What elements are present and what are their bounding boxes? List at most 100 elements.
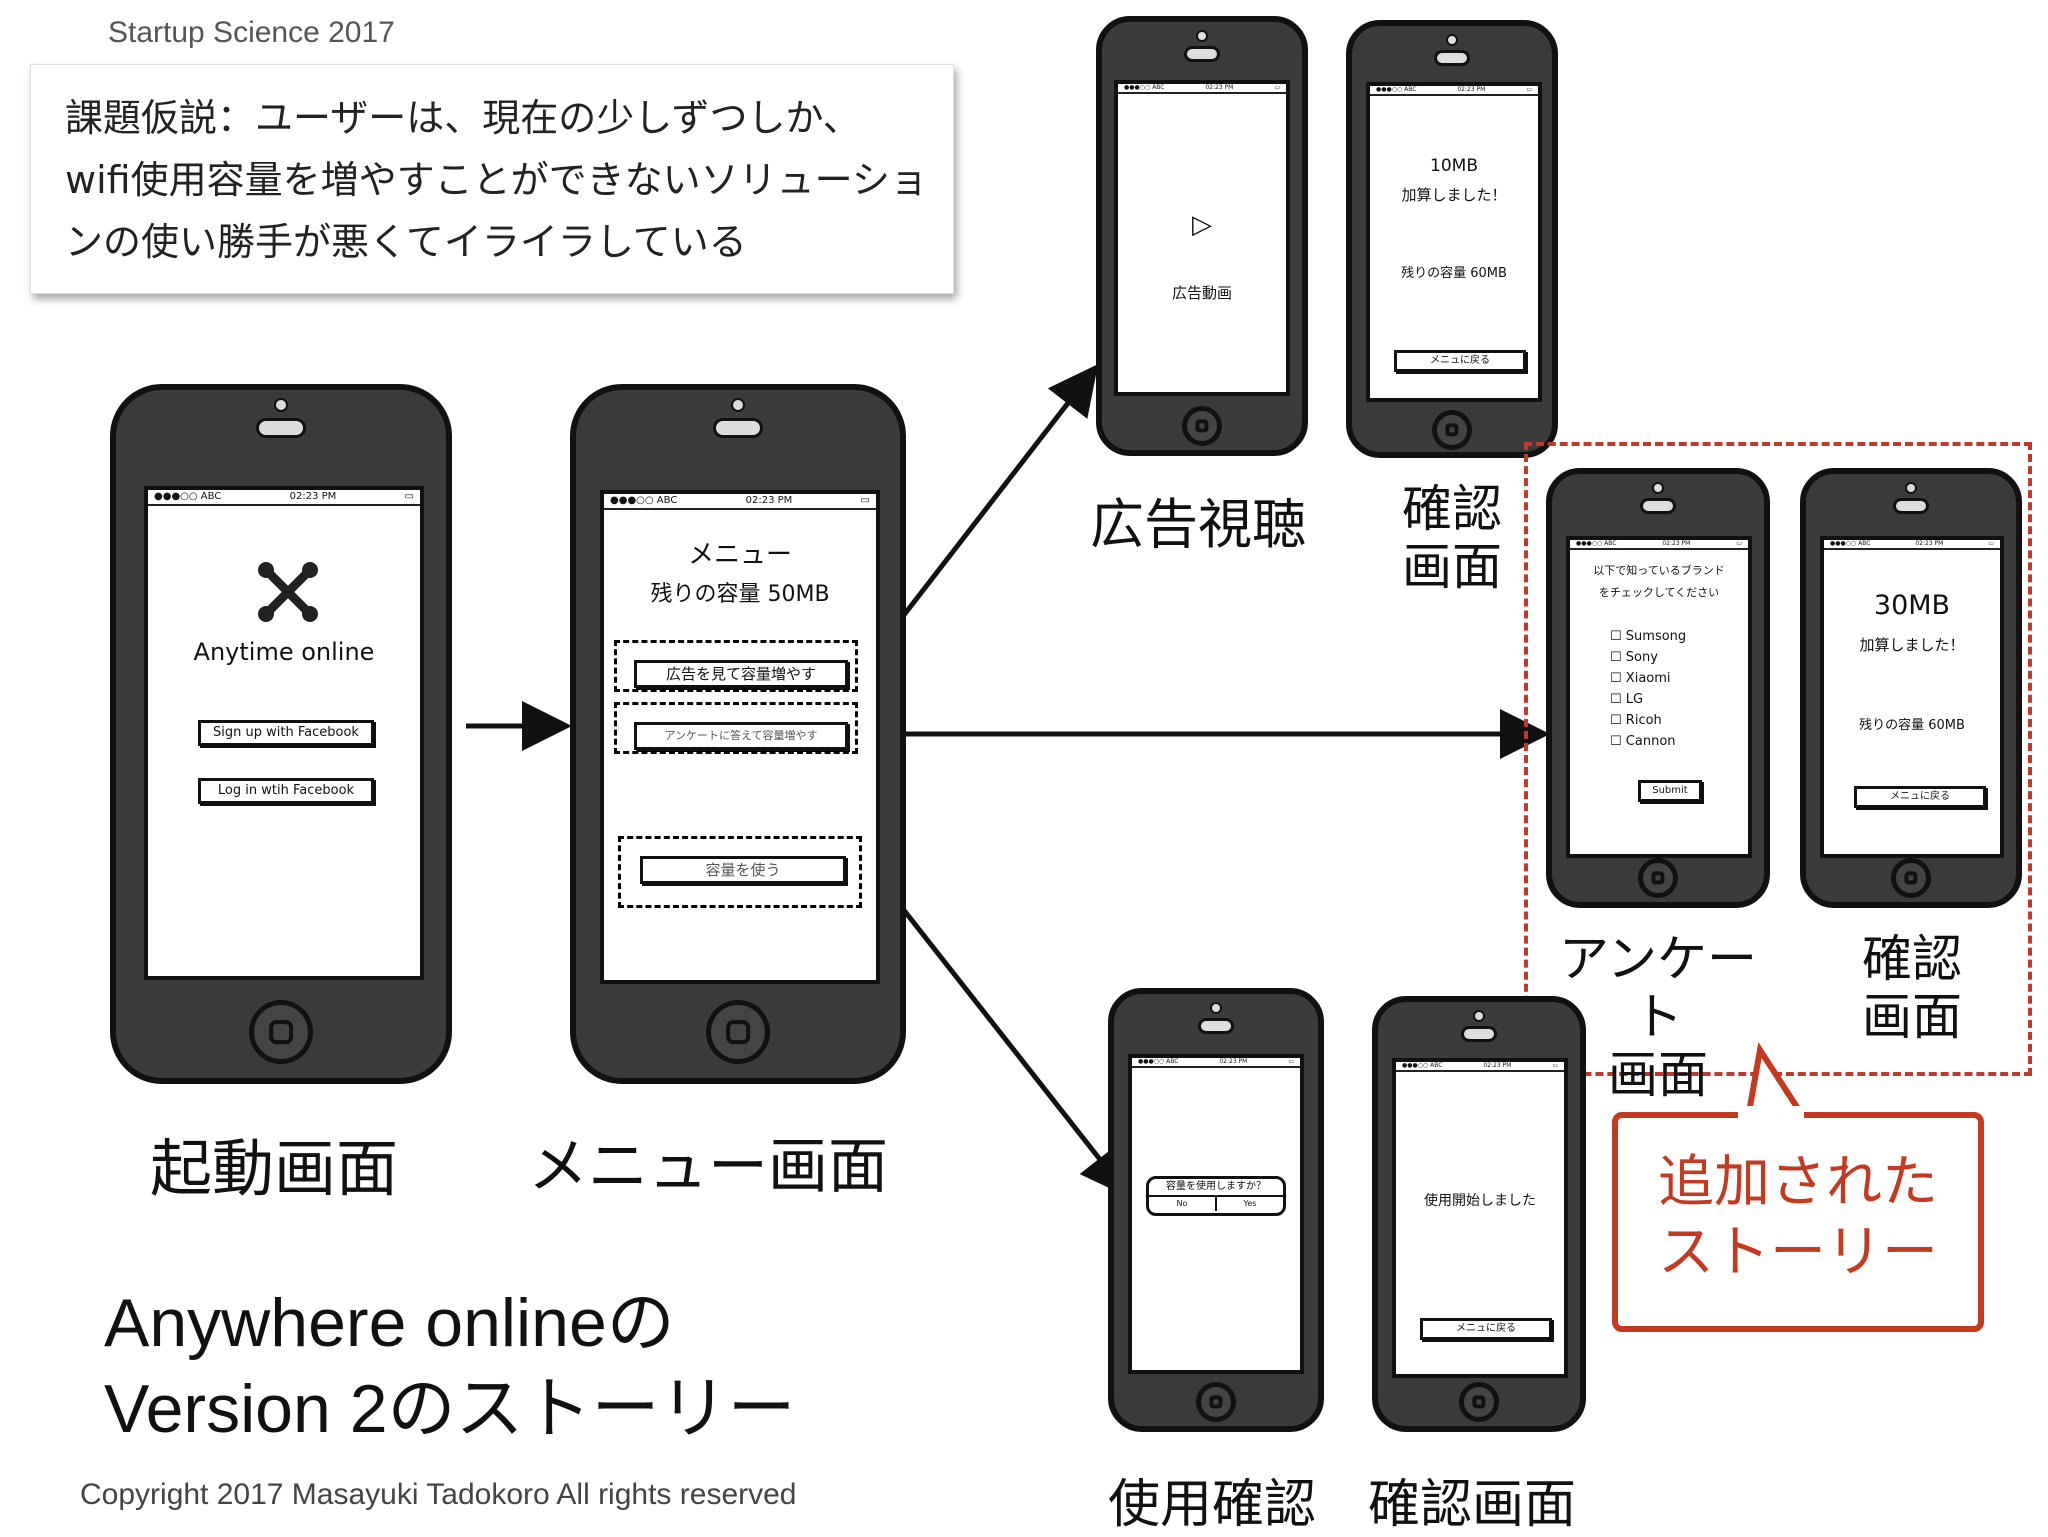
battery-icon: ▭	[404, 491, 414, 502]
answer-survey-button[interactable]: アンケートに答えて容量増やす	[634, 722, 848, 750]
caption-ad-confirm: 確認 画面	[1392, 480, 1512, 596]
time-label: 02:23 PM	[1219, 1058, 1248, 1065]
hypothesis-line-3: ンの使い勝手が悪くてイライラしている	[65, 220, 747, 264]
amount-label: 10MB	[1430, 156, 1478, 176]
story-title-line-1: Anywhere onlineの	[104, 1285, 675, 1361]
brand-checkbox[interactable]: Xiaomi	[1610, 668, 1686, 689]
watch-ad-button[interactable]: 広告を見て容量増やす	[634, 660, 848, 688]
battery-icon: ▭	[1274, 84, 1280, 91]
caption-survey: アンケート 画面	[1538, 930, 1778, 1104]
ad-video-label: 広告動画	[1171, 284, 1232, 302]
survey-question-line-1: 以下で知っているブランド	[1593, 564, 1725, 577]
time-label: 02:23 PM	[745, 495, 793, 506]
time-label: 02:23 PM	[1915, 540, 1944, 547]
back-to-menu-button[interactable]: メニュに戻る	[1854, 786, 1986, 808]
caption-ad: 広告視聴	[1090, 493, 1306, 556]
back-to-menu-button[interactable]: メニュに戻る	[1394, 350, 1526, 372]
caption-line-1: 確認	[1862, 930, 1962, 988]
speaker-icon	[1893, 498, 1929, 514]
brand-checkbox[interactable]: Ricoh	[1610, 710, 1686, 731]
home-button-icon	[706, 1000, 770, 1064]
signup-facebook-button[interactable]: Sign up with Facebook	[198, 720, 374, 746]
remaining-label: 残りの容量 60MB	[1401, 266, 1507, 281]
speaker-icon	[1434, 50, 1470, 66]
submit-button[interactable]: Submit	[1638, 780, 1702, 802]
battery-icon: ▭	[1552, 1062, 1558, 1069]
login-facebook-button[interactable]: Log in wtih Facebook	[198, 778, 374, 804]
header-label: Startup Science 2017	[108, 16, 395, 49]
highlight-ad	[614, 640, 858, 692]
status-bar: ●●●○○ ABC 02:23 PM ▭	[1370, 86, 1538, 96]
use-started-message: 使用開始しました	[1424, 1193, 1536, 1209]
caption-menu: メニュー画面	[528, 1132, 888, 1202]
battery-icon: ▭	[1526, 86, 1532, 93]
remaining-capacity: 残りの容量 50MB	[650, 582, 830, 607]
play-icon[interactable]: ▷	[1192, 210, 1212, 240]
battery-icon: ▭	[860, 495, 870, 506]
yes-button[interactable]: Yes	[1243, 1199, 1257, 1208]
carrier-label: ●●●○○ ABC	[154, 491, 222, 502]
remaining-label: 残りの容量 60MB	[1859, 718, 1965, 733]
caption-line-1: アンケート	[1559, 930, 1757, 1046]
story-title-line-2: Version 2のストーリー	[104, 1371, 796, 1447]
speaker-icon	[1640, 498, 1676, 514]
carrier-label: ●●●○○ ABC	[1402, 1062, 1443, 1069]
hypothesis-line-2: wifi使用容量を増やすことができないソリューショ	[65, 158, 928, 202]
home-button-icon	[249, 1000, 313, 1064]
added-label: 加算しました！	[1859, 636, 1965, 654]
home-button-icon	[1196, 1382, 1236, 1422]
amount-label: 30MB	[1873, 590, 1951, 621]
carrier-label: ●●●○○ ABC	[1576, 540, 1617, 547]
callout-pointer	[1745, 1041, 1807, 1120]
camera-icon	[1446, 34, 1458, 46]
callout-pointer-gap	[1738, 1106, 1804, 1118]
speaker-icon	[1198, 1018, 1234, 1034]
carrier-label: ●●●○○ ABC	[1376, 86, 1417, 93]
camera-icon	[274, 398, 288, 412]
use-confirm-dialog: 容量を使用しますか？ No Yes	[1146, 1176, 1286, 1216]
added-label: 加算しました！	[1401, 186, 1507, 204]
arrow-menu-to-use	[864, 860, 1131, 1198]
callout-line-2: ストーリー	[1658, 1220, 1938, 1285]
brand-checkbox[interactable]: Sumsong	[1610, 626, 1686, 647]
use-capacity-button[interactable]: 容量を使う	[640, 856, 846, 884]
hypothesis-line-1: 課題仮説：ユーザーは、現在の少しずつしか、	[65, 96, 861, 140]
speaker-icon	[256, 418, 306, 438]
app-name: Anytime online	[193, 638, 375, 666]
battery-icon: ▭	[1988, 540, 1994, 547]
survey-question-line-2: をチェックしてください	[1598, 586, 1720, 599]
speaker-icon	[1184, 46, 1220, 62]
home-button-icon	[1891, 858, 1931, 898]
caption-survey-confirm: 確認 画面	[1852, 930, 1972, 1046]
brand-checkbox[interactable]: Cannon	[1610, 731, 1686, 752]
caption-line-2: 画面	[1608, 1046, 1708, 1104]
brand-checkbox[interactable]: Sony	[1610, 647, 1686, 668]
camera-icon	[1473, 1010, 1485, 1022]
survey-question: 以下で知っているブランド をチェックしてください	[1570, 560, 1748, 604]
camera-icon	[1652, 482, 1664, 494]
no-button[interactable]: No	[1149, 1197, 1217, 1211]
story-title: Anywhere onlineの Version 2のストーリー	[104, 1280, 796, 1452]
back-to-menu-button[interactable]: メニュに戻る	[1420, 1318, 1552, 1340]
battery-icon: ▭	[1736, 540, 1742, 547]
carrier-label: ●●●○○ ABC	[1138, 1058, 1179, 1065]
brand-checkbox[interactable]: LG	[1610, 689, 1686, 710]
time-label: 02:23 PM	[1457, 86, 1486, 93]
joomla-logo-icon	[258, 562, 318, 622]
camera-icon	[731, 398, 745, 412]
highlight-survey	[614, 702, 858, 754]
carrier-label: ●●●○○ ABC	[1124, 84, 1165, 91]
